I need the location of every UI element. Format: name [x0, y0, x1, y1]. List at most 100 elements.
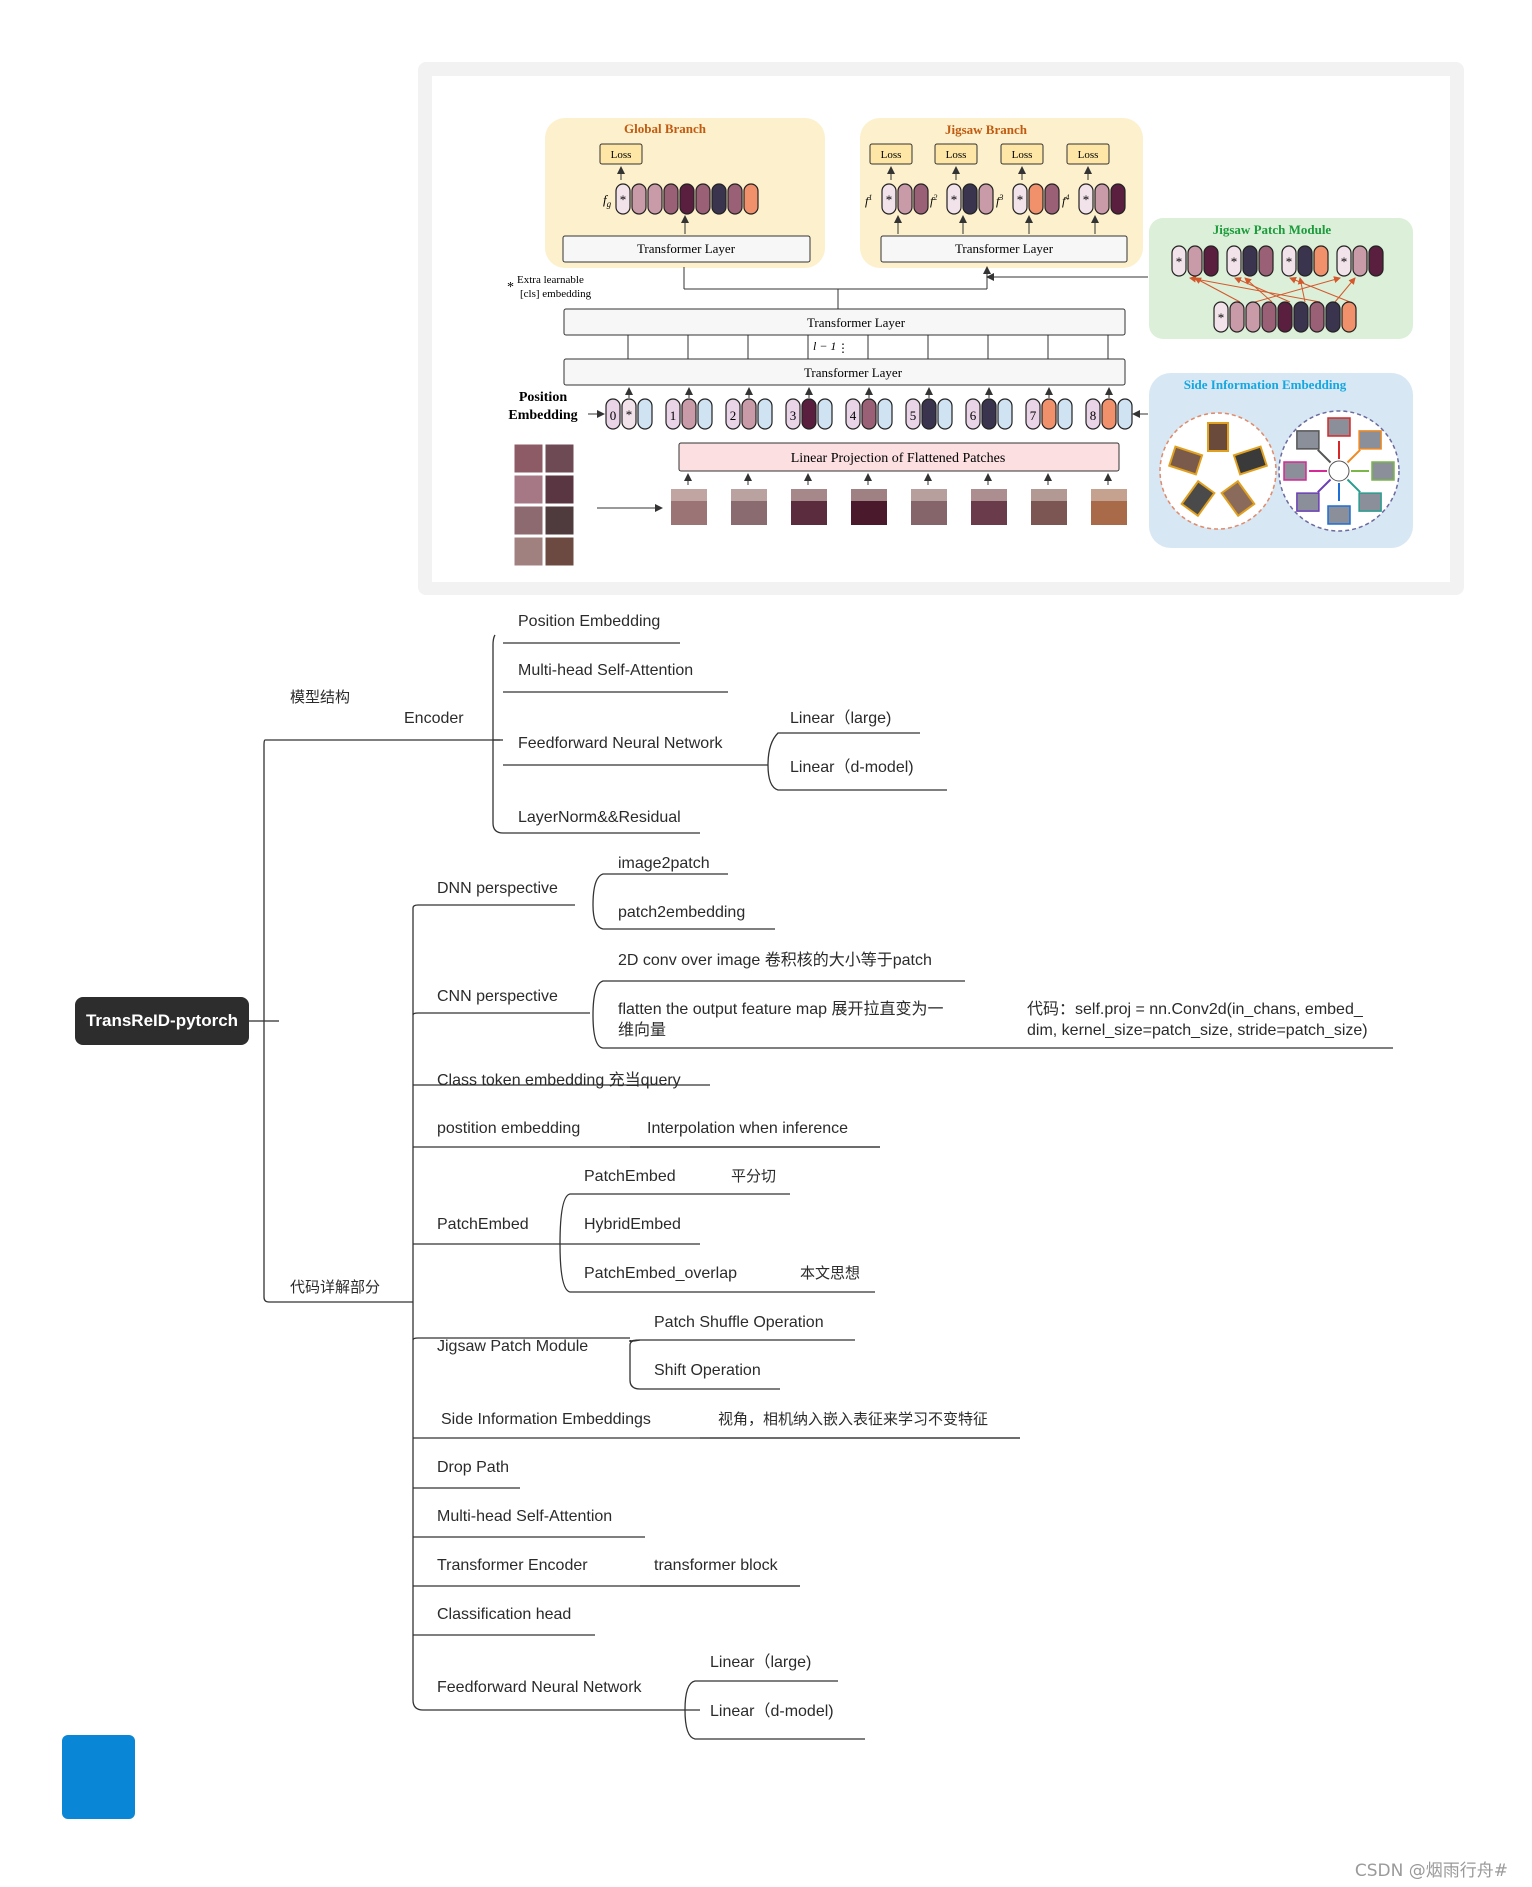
transformer-layer-bottom — [563, 358, 1126, 386]
jigsaw-loss-box-4 — [1066, 143, 1110, 165]
extra-learnable-line1: Extra learnable — [517, 274, 584, 286]
position-token-8 — [1101, 398, 1117, 430]
position-token-4 — [861, 398, 877, 430]
svg-text:*: * — [1218, 310, 1225, 325]
side-info-node: Side Information Embeddings — [441, 1411, 651, 1428]
position-emb-6 — [997, 398, 1013, 430]
global-token-4 — [679, 183, 695, 215]
input-cell-0-1 — [544, 443, 575, 474]
patch-shuffle-node: Patch Shuffle Operation — [654, 1314, 824, 1331]
jpm-token-groups: * * * * * — [1171, 245, 1384, 333]
hybridembed-node: HybridEmbed — [584, 1216, 681, 1233]
jigsaw-loss-box-1 — [869, 143, 913, 165]
input-cell-2-0 — [513, 505, 544, 536]
global-token-0: * — [615, 183, 631, 215]
jpm-top-token-3-1 — [1352, 245, 1368, 277]
jigsaw-loss-box-2 — [934, 143, 978, 165]
jigsaw-loss-box-3 — [1000, 143, 1044, 165]
ffn-node-1: Feedforward Neural Network — [518, 735, 724, 752]
global-token-sequence: * — [615, 183, 759, 215]
image2patch-node: image2patch — [618, 855, 710, 872]
dnn-perspective-node: DNN perspective — [437, 880, 558, 897]
jpm-bottom-token-2 — [1245, 301, 1261, 333]
jigsaw-loss-label-1: Loss — [881, 149, 902, 161]
position-embedding-line1: Position — [519, 390, 567, 405]
position-index-0: 0 — [610, 408, 617, 423]
position-token-3 — [801, 398, 817, 430]
position-embedding-line2: Embedding — [508, 408, 577, 423]
position-emb-5 — [937, 398, 953, 430]
global-transformer-layer-label: Transformer Layer — [637, 241, 736, 256]
mindmap-connectors — [249, 634, 1393, 1740]
jigsaw-token-0-2 — [913, 183, 929, 215]
position-group-3: 3 — [785, 387, 833, 430]
asterisk-mark: * — [507, 280, 514, 295]
input-person-image — [513, 443, 575, 567]
position-emb-1 — [697, 398, 713, 430]
fl-label-3: f3 — [996, 193, 1003, 208]
postition-embedding-node: postition embedding — [437, 1120, 580, 1137]
input-cell-3-1 — [544, 536, 575, 567]
code-node-line2: dim, kernel_size=patch_size, stride=patc… — [1027, 1022, 1368, 1039]
jpm-top-token-0-2 — [1203, 245, 1219, 277]
blue-square-widget — [62, 1735, 135, 1819]
extra-learnable-line2: [cls] embedding — [520, 288, 592, 300]
camera-thumb-3 — [1180, 479, 1216, 518]
jpm-top-token-3-0: * — [1336, 245, 1352, 277]
input-cell-0-0 — [513, 443, 544, 474]
svg-text:*: * — [1341, 254, 1348, 269]
camera-view-wheel — [1159, 412, 1277, 530]
model-structure-label: 模型结构 — [290, 688, 350, 706]
jpm-bottom-token-4 — [1277, 301, 1293, 333]
svg-text:*: * — [1231, 254, 1238, 269]
global-token-3 — [663, 183, 679, 215]
encoder-label: Encoder — [404, 710, 464, 727]
jigsaw-token-1-0: * — [946, 183, 962, 215]
svg-text:*: * — [626, 407, 633, 422]
patchembed-overlap-node: PatchEmbed_overlap — [584, 1265, 737, 1282]
global-loss-label: Loss — [611, 149, 632, 161]
view-thumb-6 — [1283, 461, 1307, 481]
ffn-node-2: Feedforward Neural Network — [437, 1679, 643, 1696]
jigsaw-token-1-2 — [978, 183, 994, 215]
position-token-5 — [921, 398, 937, 430]
fl-label-2: f2 — [930, 193, 937, 208]
camera-thumb-2 — [1220, 479, 1256, 518]
position-group-2: 2 — [725, 387, 773, 430]
cnn-perspective-node: CNN perspective — [437, 988, 558, 1005]
camera-thumb-0 — [1207, 422, 1229, 452]
jigsaw-token-groups: f1*f2*f3*f4* — [865, 183, 1126, 234]
l-minus-one-label: l − 1 — [813, 339, 836, 353]
linear-dmodel-node-1: Linear（d-model) — [790, 758, 914, 776]
linear-large-node-2: Linear（large) — [710, 1653, 811, 1671]
position-group-5: 5 — [905, 387, 953, 430]
input-cell-2-1 — [544, 505, 575, 536]
mindmap-root-node[interactable]: TransReID-pytorch — [75, 997, 249, 1045]
transformer-encoder-node: Transformer Encoder — [437, 1557, 588, 1574]
global-transformer-layer — [562, 235, 811, 263]
input-cell-1-0 — [513, 474, 544, 505]
view-thumb-1 — [1358, 430, 1382, 450]
svg-text:*: * — [1286, 254, 1293, 269]
conv2d-node: 2D conv over image 卷积核的大小等于patch — [618, 951, 932, 969]
jpm-top-token-1-0: * — [1226, 245, 1242, 277]
position-emb-7 — [1057, 398, 1073, 430]
position-emb-4 — [877, 398, 893, 430]
csdn-watermark: CSDN @烟雨行舟# — [1354, 1861, 1508, 1881]
svg-text:*: * — [1017, 192, 1024, 207]
view-thumb-2 — [1371, 461, 1395, 481]
patchembed-node: PatchEmbed — [584, 1168, 676, 1185]
jpm-top-token-3-2 — [1368, 245, 1384, 277]
global-token-5 — [695, 183, 711, 215]
jigsaw-branch-title: Jigsaw Branch — [945, 122, 1028, 137]
position-index-6: 6 — [970, 408, 977, 423]
drop-path-node: Drop Path — [437, 1459, 509, 1476]
svg-text:*: * — [1176, 254, 1183, 269]
fl-label-4: f4 — [1062, 193, 1069, 208]
jigsaw-token-3-1 — [1094, 183, 1110, 215]
position-index-7: 7 — [1030, 408, 1037, 423]
linear-dmodel-node-2: Linear（d-model) — [710, 1702, 834, 1720]
position-token-7 — [1041, 398, 1057, 430]
